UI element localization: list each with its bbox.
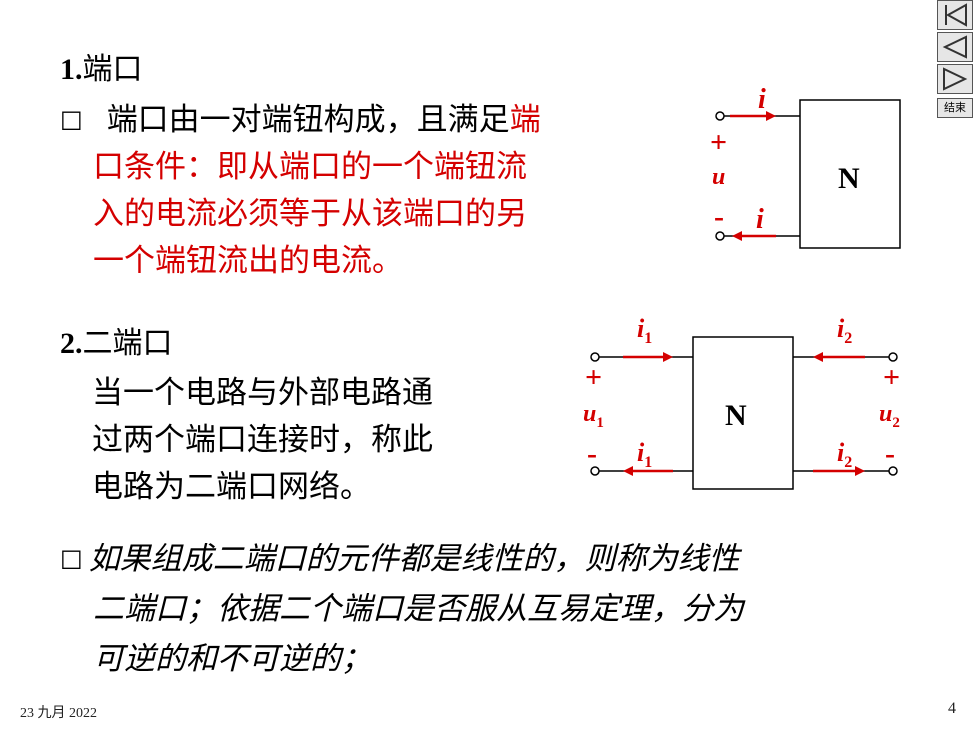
u1-label: u1 [583, 401, 604, 431]
port-definition-text-black: 端口由一对端钮构成，且满足 [106, 102, 510, 138]
note-line2: 二端口；依据二个端口是否服从互易定理，分为 [93, 591, 744, 627]
bullet-square: □ [60, 105, 83, 133]
left-plus-sign: + [585, 361, 602, 394]
slide-nav: 结束 [933, 0, 977, 118]
port-definition-text-red: 端 [509, 102, 541, 138]
port-definition-line4: 一个端钮流出的电流。 [93, 243, 403, 279]
previous-slide-button[interactable] [937, 32, 973, 62]
arrowhead-left-icon [732, 231, 742, 241]
left-minus-sign: - [587, 437, 597, 470]
two-port-line1: 当一个电路与外部电路通 [92, 375, 433, 411]
arrowhead-right-icon [855, 466, 865, 476]
two-port-network-label: N [725, 399, 747, 432]
arrowhead-right-icon [663, 352, 673, 362]
current-label-bottom: i [756, 204, 764, 235]
right-minus-sign: - [885, 437, 895, 470]
linear-two-port-note: □如果组成二端口的元件都是线性的，则称为线性 二端口；依据二个端口是否服从互易定… [60, 533, 920, 684]
current-label-top: i [758, 84, 766, 115]
plus-sign: + [710, 126, 727, 159]
first-slide-icon [945, 3, 967, 27]
arrowhead-left-icon [623, 466, 633, 476]
section1-heading-text: 端口 [82, 52, 143, 87]
section2-heading-text: 二端口 [82, 326, 173, 361]
i1-label-top: i1 [637, 314, 652, 347]
port-definition: □ 端口由一对端钮构成，且满足端 口条件：即从端口的一个端钮流 入的电流必须等于从… [60, 96, 670, 285]
two-port-definition: 当一个电路与外部电路通 过两个端口连接时，称此 电路为二端口网络。 [92, 370, 532, 511]
terminal-top [715, 111, 725, 121]
two-port-box [692, 336, 794, 490]
section2-heading-number: 2. [60, 327, 83, 360]
arrowhead-left-icon [813, 352, 823, 362]
section1-heading: 1.端口 [60, 44, 143, 88]
port-definition-line3: 入的电流必须等于从该端口的另 [93, 196, 527, 232]
i1-label-bottom: i1 [637, 438, 652, 471]
two-port-line3: 电路为二端口网络。 [92, 469, 371, 505]
right-terminal-bottom [888, 466, 898, 476]
left-terminal-bottom [590, 466, 600, 476]
right-terminal-top [888, 352, 898, 362]
arrowhead-right-icon [766, 111, 776, 121]
i2-label-bottom: i2 [837, 438, 852, 471]
section1-heading-number: 1. [60, 53, 83, 86]
page-number: 4 [948, 700, 956, 717]
section2-heading: 2.二端口 [60, 318, 173, 362]
minus-sign: - [714, 200, 724, 233]
network-box [799, 99, 901, 249]
note-line1: □如果组成二端口的元件都是线性的，则称为线性 [60, 541, 740, 577]
two-port-diagram: i1 + u1 - i1 i2 + u2 - i2 N [583, 314, 900, 490]
voltage-label: u [712, 164, 725, 190]
terminal-bottom [715, 231, 725, 241]
u2-label: u2 [879, 401, 900, 431]
port-definition-line2: 口条件：即从端口的一个端钮流 [93, 149, 527, 185]
two-port-line2: 过两个端口连接时，称此 [92, 422, 433, 458]
i2-label-top: i2 [837, 314, 852, 347]
footer-date: 23 九月 2022 [20, 706, 97, 721]
network-label: N [838, 162, 860, 195]
previous-icon [942, 35, 967, 59]
port-definition-line1: □ 端口由一对端钮构成，且满足端 [60, 96, 670, 144]
next-icon [943, 67, 968, 91]
right-plus-sign: + [883, 361, 900, 394]
end-show-button[interactable]: 结束 [937, 98, 973, 118]
one-port-diagram: i + u - i N [710, 84, 901, 249]
bullet-square: □ [60, 544, 83, 572]
note-line3: 可逆的和不可逆的； [93, 641, 372, 677]
first-slide-button[interactable] [937, 0, 973, 30]
left-terminal-top [590, 352, 600, 362]
next-slide-button[interactable] [937, 64, 973, 94]
